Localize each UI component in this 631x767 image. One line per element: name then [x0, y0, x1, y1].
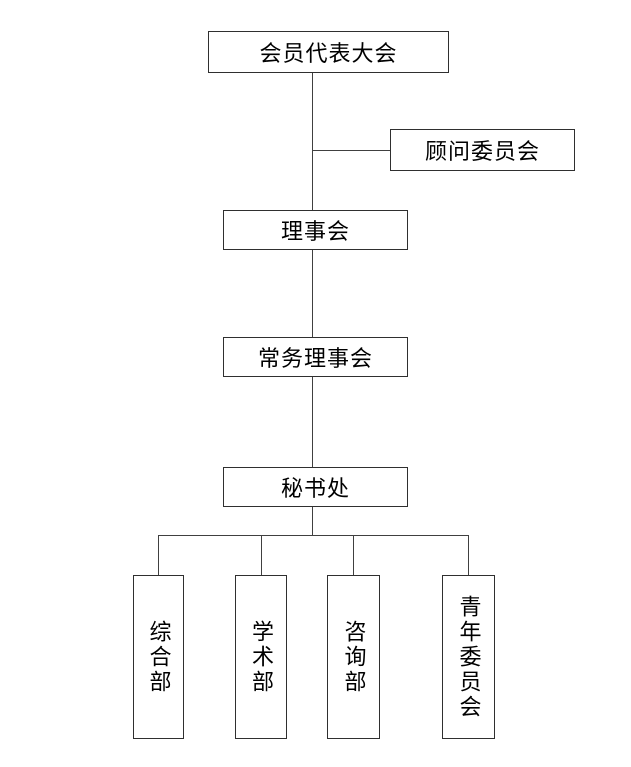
node-consulting-dept-label: 咨询部	[341, 619, 367, 695]
node-advisory-committee-label: 顾问委员会	[424, 139, 540, 164]
connector-departments-rail	[158, 535, 469, 536]
node-advisory-committee: 顾问委员会	[390, 129, 575, 171]
connector-assembly-council	[312, 73, 313, 210]
node-secretariat: 秘书处	[223, 467, 408, 507]
node-member-assembly: 会员代表大会	[208, 31, 449, 73]
connector-secretariat-stem	[312, 507, 313, 535]
node-academic-dept: 学术部	[235, 575, 287, 739]
node-youth-committee: 青年委员会	[442, 575, 495, 739]
node-council-label: 理事会	[280, 219, 350, 244]
node-general-dept-label: 综合部	[146, 619, 172, 695]
node-youth-committee-label: 青年委员会	[456, 594, 482, 720]
connector-council-standing	[312, 250, 313, 337]
connector-drop-general-dept	[158, 535, 159, 575]
node-general-dept: 综合部	[133, 575, 184, 739]
node-secretariat-label: 秘书处	[280, 476, 350, 501]
node-academic-dept-label: 学术部	[249, 619, 274, 695]
node-standing-council-label: 常务理事会	[257, 346, 373, 371]
connector-drop-youth-committee	[468, 535, 469, 575]
connector-drop-academic-dept	[261, 535, 262, 575]
node-consulting-dept: 咨询部	[327, 575, 380, 739]
node-standing-council: 常务理事会	[223, 337, 408, 377]
node-council: 理事会	[223, 210, 408, 250]
connector-branch-advisory	[312, 150, 390, 151]
connector-standing-secretariat	[312, 377, 313, 467]
node-member-assembly-label: 会员代表大会	[259, 41, 398, 66]
connector-drop-consulting-dept	[353, 535, 354, 575]
